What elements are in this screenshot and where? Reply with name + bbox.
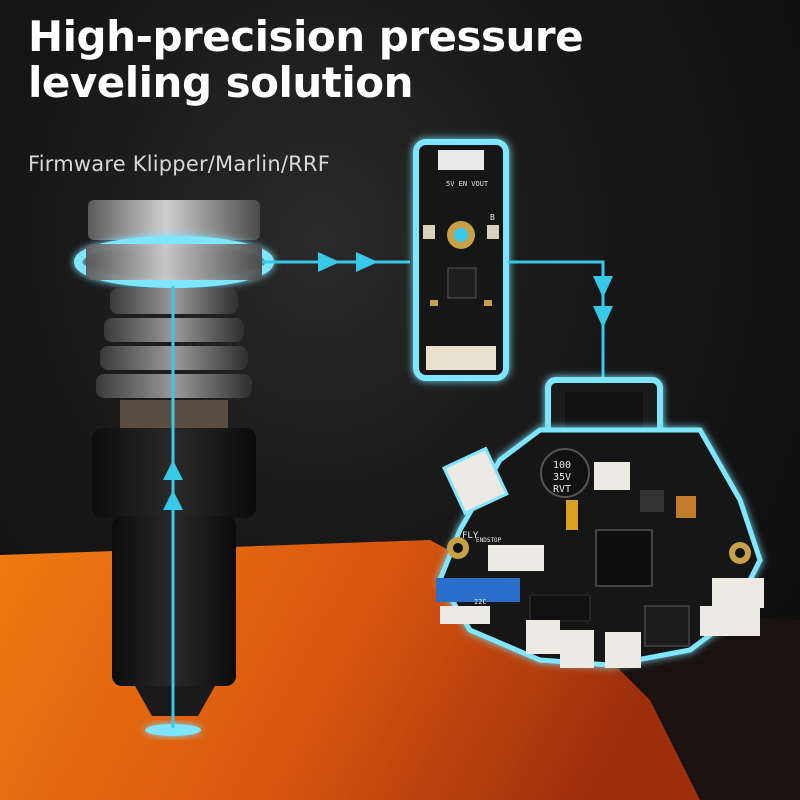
arrow-right-icon <box>356 252 378 272</box>
capacitor-rating: 35V <box>553 472 571 483</box>
capacitor-type: RVT <box>553 484 571 495</box>
signal-path-2 <box>508 260 613 380</box>
controller-board: 100 35V RVT FLY ENDSTOP I2C <box>436 377 764 668</box>
arrow-right-icon <box>318 252 340 272</box>
headline-line-1: High-precision pressure <box>28 12 584 61</box>
arrow-down-icon <box>593 276 613 298</box>
signal-path-1 <box>262 252 410 272</box>
sensor-board: 5V EN VOUT B <box>413 139 509 381</box>
sensor-silk-b: B <box>490 213 495 222</box>
capacitor-value: 100 <box>553 460 571 471</box>
endstop-silk: ENDSTOP <box>476 537 502 544</box>
arrow-down-icon <box>593 306 613 328</box>
capacitor: 100 35V RVT <box>540 448 590 498</box>
firmware-subtitle: Firmware Klipper/Marlin/RRF <box>28 152 330 176</box>
headline: High-precision pressure leveling solutio… <box>28 12 584 107</box>
fly-logo-text: FLY <box>462 531 479 541</box>
arrow-up-icon <box>163 460 183 480</box>
hotend-assembly <box>74 200 274 736</box>
sensor-silk-top: 5V EN VOUT <box>446 180 489 188</box>
nozzle-contact-glow <box>145 724 201 736</box>
i2c-silk: I2C <box>474 598 487 606</box>
headline-line-2: leveling solution <box>28 58 414 107</box>
arrow-up-icon <box>163 490 183 510</box>
